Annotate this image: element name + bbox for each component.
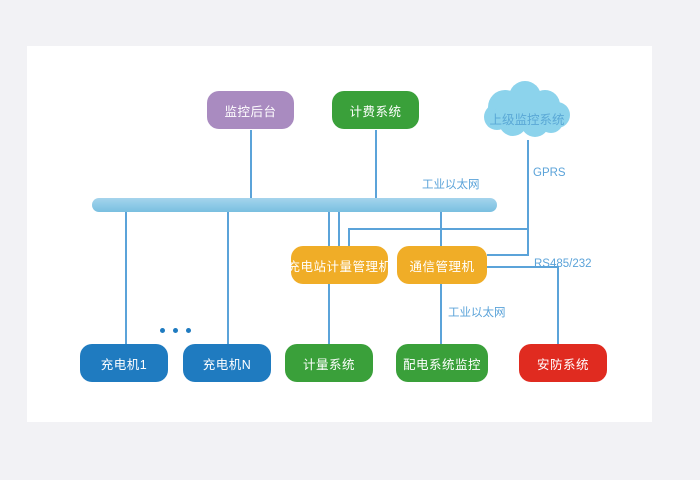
node-upper-monitor-system[interactable]: 上级监控系统 bbox=[481, 81, 573, 143]
link-spur-horizontal bbox=[348, 228, 528, 230]
label-ethernet-bottom: 工业以太网 bbox=[448, 307, 506, 319]
link-monitor-backend-to-bus bbox=[250, 130, 252, 202]
node-comm-manager[interactable]: 通信管理机 bbox=[397, 246, 492, 290]
ellipsis-dot bbox=[160, 328, 165, 333]
node-charger-1[interactable]: 充电机1 bbox=[80, 344, 173, 388]
label-gprs: GPRS bbox=[533, 167, 566, 179]
node-charger-n[interactable]: 充电机N bbox=[183, 344, 276, 388]
label-ethernet-top: 工业以太网 bbox=[422, 179, 480, 191]
node-label: 通信管理机 bbox=[409, 259, 475, 274]
ellipsis-dot bbox=[173, 328, 178, 333]
node-power-dist-monitor[interactable]: 配电系统监控 bbox=[396, 344, 493, 388]
link-bus-to-station-meter-manager bbox=[338, 212, 340, 246]
node-billing-system[interactable]: 计费系统 bbox=[332, 91, 424, 135]
link-gprs-cloud-down bbox=[527, 140, 529, 255]
node-label: 配电系统监控 bbox=[402, 357, 481, 372]
node-station-meter-manager[interactable]: 充电站计量管理机 bbox=[288, 246, 393, 290]
link-billing-system-to-bus bbox=[375, 130, 377, 202]
link-security-drop bbox=[557, 266, 559, 344]
industrial-ethernet-bus[interactable] bbox=[92, 198, 502, 217]
link-bus-to-charger-n bbox=[227, 212, 229, 344]
node-security-system[interactable]: 安防系统 bbox=[519, 344, 612, 388]
ellipsis-dot bbox=[186, 328, 191, 333]
cloud-icon bbox=[484, 81, 570, 137]
node-metering-system[interactable]: 计量系统 bbox=[285, 344, 378, 388]
node-label: 计量系统 bbox=[302, 357, 355, 372]
link-comm-manager-to-security bbox=[487, 266, 559, 268]
link-spur-left-drop bbox=[348, 228, 350, 248]
label-rs485: RS485/232 bbox=[534, 258, 592, 270]
link-bus-to-charger-1 bbox=[125, 212, 127, 344]
link-comm-manager-rs485-upper bbox=[487, 254, 529, 256]
node-label: 计费系统 bbox=[349, 104, 402, 119]
node-label: 充电站计量管理机 bbox=[287, 259, 392, 274]
link-comm-manager-to-power-dist bbox=[440, 284, 442, 344]
node-label: 充电机1 bbox=[100, 357, 148, 372]
node-monitor-backend[interactable]: 监控后台 bbox=[207, 91, 299, 135]
node-label: 安防系统 bbox=[536, 357, 589, 372]
node-label: 监控后台 bbox=[224, 104, 277, 119]
node-label: 充电机N bbox=[202, 357, 252, 372]
node-label: 上级监控系统 bbox=[489, 113, 565, 127]
chargers-ellipsis bbox=[160, 328, 191, 333]
